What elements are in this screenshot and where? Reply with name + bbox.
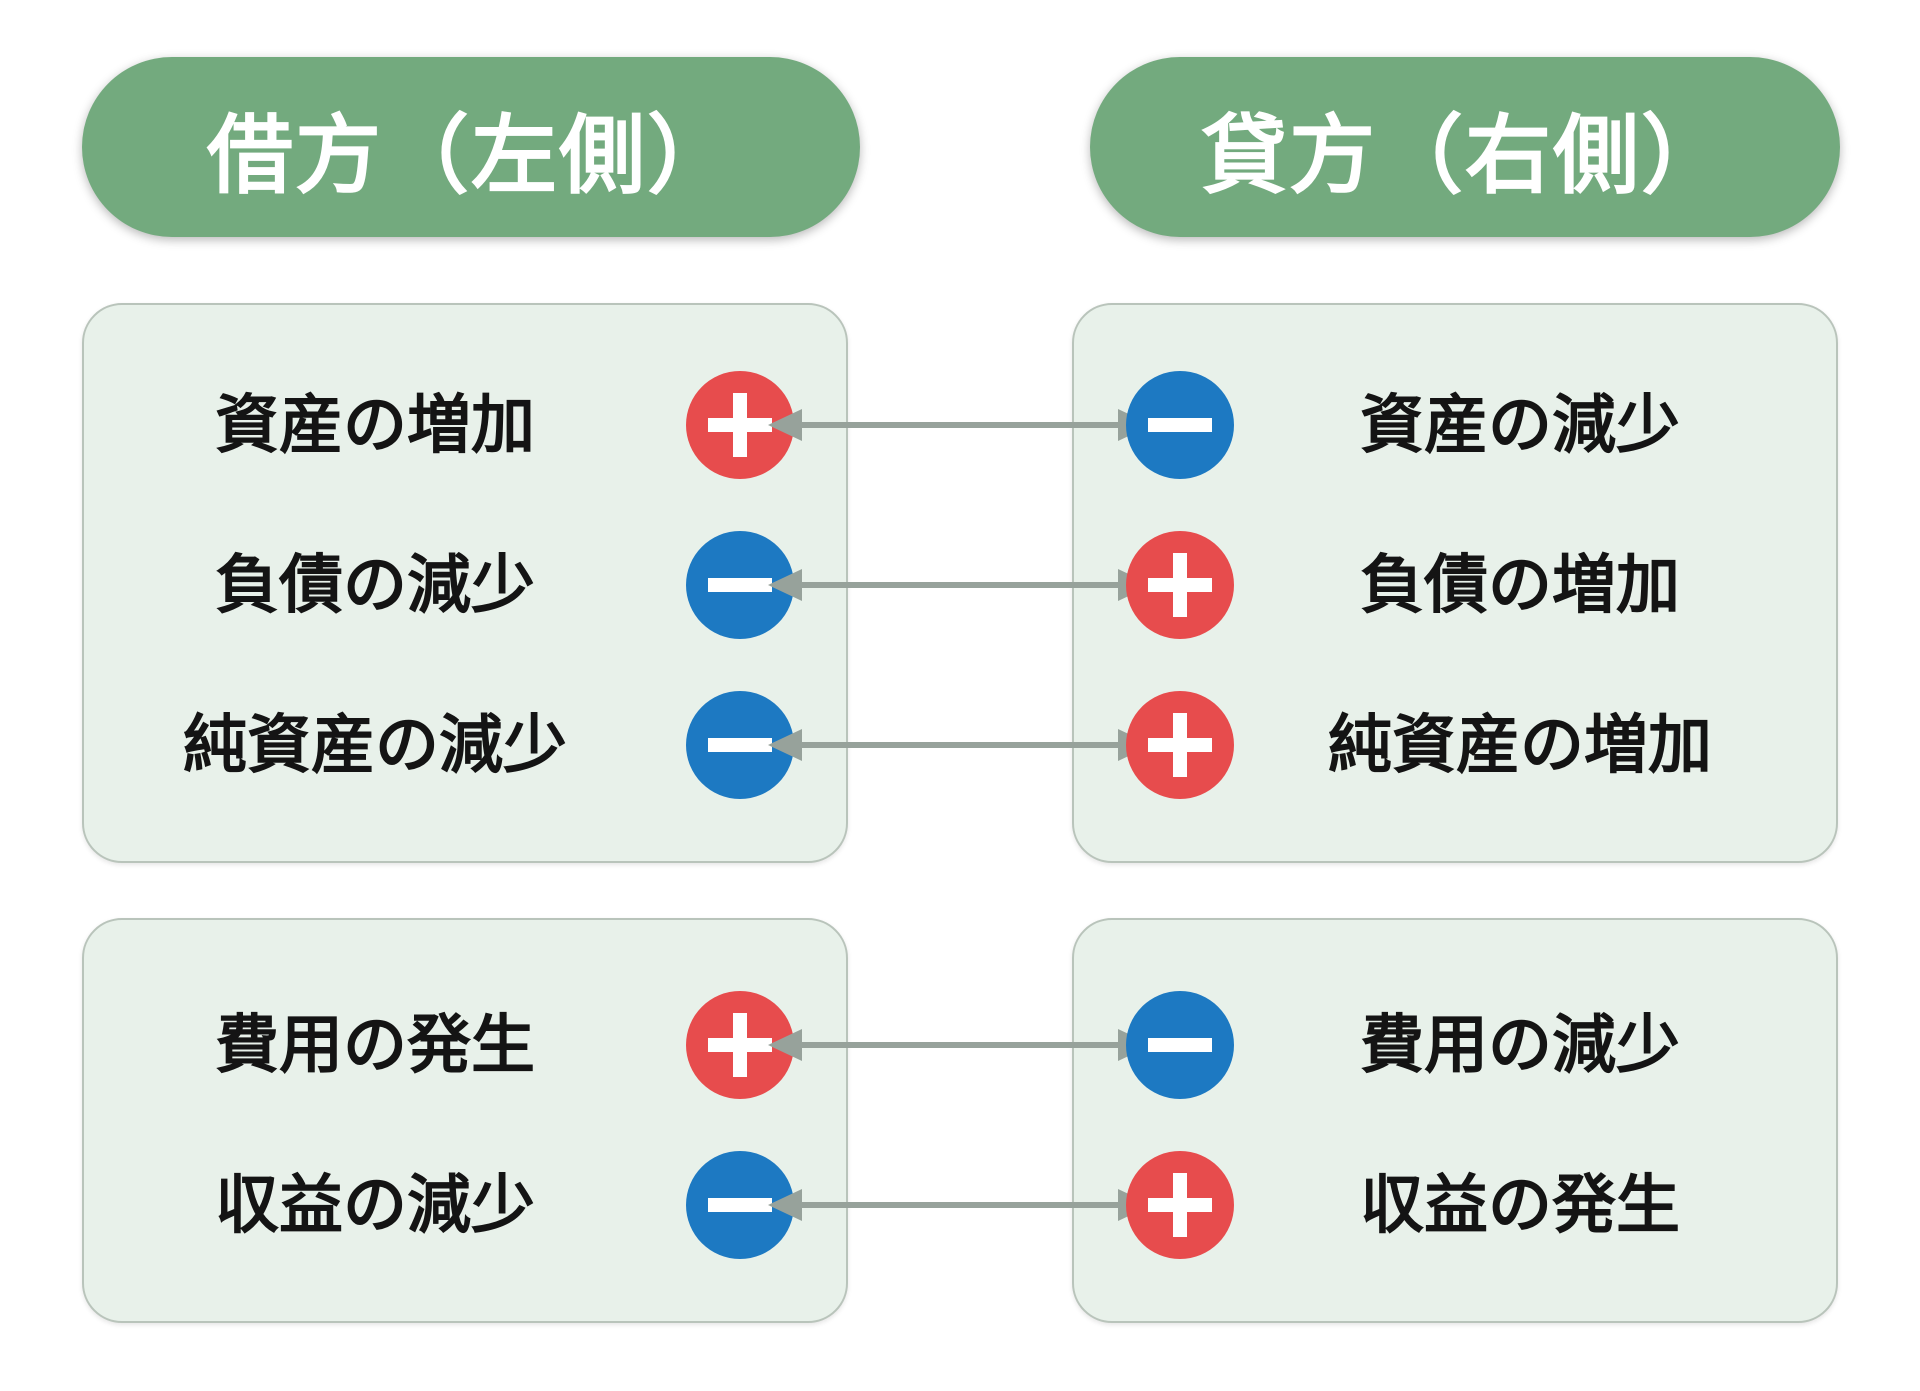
header-credit: 貸方（右側） xyxy=(1090,57,1840,237)
plus-icon xyxy=(1126,1151,1234,1259)
bidirectional-arrow xyxy=(768,729,1152,761)
debit-item-label: 資産の増加 xyxy=(215,389,535,461)
debit-item-label: 負債の減少 xyxy=(215,549,535,621)
header-debit-label: 借方（左側） xyxy=(207,107,735,204)
debit-item-label: 純資産の減少 xyxy=(183,709,567,781)
minus-icon xyxy=(1126,991,1234,1099)
row-revenue: 収益の減少 収益の発生 xyxy=(0,1150,1920,1260)
bidirectional-arrow xyxy=(768,1189,1152,1221)
credit-item-label: 費用の減少 xyxy=(1360,1009,1680,1081)
credit-item-label: 資産の減少 xyxy=(1360,389,1680,461)
minus-icon xyxy=(686,691,794,799)
debit-item-label: 費用の発生 xyxy=(215,1009,535,1081)
plus-icon xyxy=(1126,531,1234,639)
income-statement-credit-box xyxy=(1072,918,1838,1323)
row-expenses: 費用の発生 費用の減少 xyxy=(0,990,1920,1100)
header-credit-label: 貸方（右側） xyxy=(1201,107,1729,204)
minus-icon xyxy=(1126,371,1234,479)
row-net-assets: 純資産の減少 純資産の増加 xyxy=(0,690,1920,800)
row-assets: 資産の増加 資産の減少 xyxy=(0,370,1920,480)
plus-icon xyxy=(1126,691,1234,799)
debit-item-label: 収益の減少 xyxy=(215,1169,535,1241)
credit-item-label: 収益の発生 xyxy=(1360,1169,1680,1241)
bidirectional-arrow xyxy=(768,1029,1152,1061)
header-debit: 借方（左側） xyxy=(82,57,860,237)
income-statement-debit-box xyxy=(82,918,848,1323)
bidirectional-arrow xyxy=(768,409,1152,441)
credit-item-label: 負債の増加 xyxy=(1360,549,1680,621)
bidirectional-arrow xyxy=(768,569,1152,601)
credit-item-label: 純資産の増加 xyxy=(1328,709,1712,781)
row-liabilities: 負債の減少 負債の増加 xyxy=(0,530,1920,640)
